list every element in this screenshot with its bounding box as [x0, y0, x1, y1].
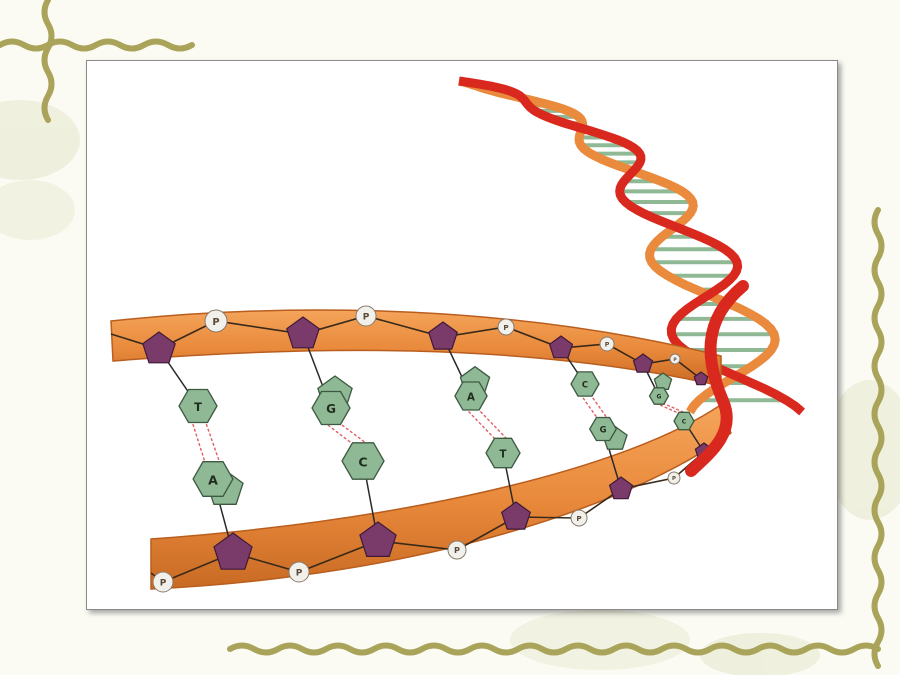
- phosphate: P: [570, 509, 588, 527]
- phosphate: P: [667, 471, 681, 485]
- helix-front-strand: [685, 280, 749, 477]
- hydrogen-bond: [190, 419, 207, 465]
- phosphate-label: P: [576, 514, 581, 523]
- phosphate: P: [669, 353, 681, 365]
- nucleobase-label: T: [194, 400, 202, 414]
- phosphate-label: P: [673, 357, 677, 363]
- nucleobase-ring: [588, 416, 618, 442]
- phosphate-label: P: [672, 476, 676, 482]
- base-pair: CG: [560, 347, 628, 490]
- nucleobase-ring: [178, 388, 218, 424]
- nucleobase-ring: [648, 387, 670, 405]
- hydrogen-bond: [203, 419, 222, 465]
- helix-strand-red: [458, 76, 806, 416]
- hydrogen-bond: [323, 421, 357, 447]
- phosphate: P: [355, 305, 377, 327]
- nucleobase-ring: [485, 437, 521, 469]
- nucleobase-label: G: [326, 402, 336, 416]
- phosphate: P: [447, 540, 467, 560]
- hydrogen-bond: [579, 393, 599, 420]
- double-helix: [458, 76, 806, 416]
- hydrogen-bond: [476, 407, 510, 442]
- nucleobase-ring: [570, 371, 600, 397]
- deoxyribose-sugar: [286, 316, 320, 349]
- nucleobase-label: A: [208, 472, 218, 487]
- nucleobase-ring: [192, 461, 234, 497]
- deoxyribose-sugar: [213, 532, 253, 570]
- nucleobase-ring: [341, 442, 385, 480]
- deoxyribose-sugar: [427, 321, 459, 350]
- nucleobase-label: C: [358, 454, 367, 469]
- phosphate: P: [497, 318, 515, 336]
- phosphate-label: P: [454, 545, 460, 555]
- phosphate-circle: [669, 353, 681, 365]
- top-backbone-ribbon: [110, 309, 722, 387]
- vine-bottom-right: [227, 207, 885, 669]
- phosphate: P: [152, 571, 174, 593]
- nucleobase-label: C: [582, 380, 588, 390]
- hydrogen-bond: [464, 407, 498, 442]
- phosphate-circle: [355, 305, 377, 327]
- deoxyribose-sugar: [608, 476, 634, 500]
- phosphate-circle: [599, 336, 615, 352]
- nucleobase-label: A: [467, 392, 475, 403]
- nucleobase-label: G: [600, 425, 607, 435]
- hydrogen-bond: [655, 402, 681, 415]
- vine-top-left: [0, 0, 195, 123]
- nucleobase-label: G: [657, 394, 662, 401]
- nucleobase-ring: [311, 390, 351, 426]
- base-pair: TA: [158, 348, 244, 554]
- phosphate-circle: [667, 471, 681, 485]
- phosphate-circle: [447, 540, 467, 560]
- phosphate-label: P: [363, 313, 370, 323]
- base-pair: AT: [442, 336, 521, 518]
- phosphate-label: P: [212, 317, 219, 328]
- nucleobase-label: T: [500, 449, 507, 460]
- phosphate: P: [599, 336, 615, 352]
- phosphate-label: P: [296, 569, 303, 579]
- phosphate-label: P: [160, 579, 167, 589]
- phosphate-label: P: [605, 341, 610, 348]
- deoxyribose-sugar: [548, 335, 574, 359]
- deoxyribose-sugar: [359, 521, 397, 558]
- deoxyribose-sugar: [693, 371, 709, 386]
- phosphate-label: P: [503, 323, 508, 332]
- phosphate-circle: [204, 309, 228, 333]
- phosphate: P: [204, 309, 228, 333]
- deoxyribose-sugar: [632, 353, 654, 373]
- base-pair: GC: [302, 333, 385, 542]
- hydrogen-bond: [337, 421, 371, 447]
- nucleobase-ring: [673, 411, 695, 431]
- deoxyribose-sugar: [500, 501, 532, 530]
- nucleobase-ring: [454, 381, 488, 411]
- bottom-backbone-ribbon: [150, 404, 732, 590]
- base-pair: GC: [642, 363, 705, 453]
- phosphate-circle: [497, 318, 515, 336]
- hydrogen-bond: [589, 393, 609, 420]
- phosphate-groups: P P P P P P P P P P: [152, 305, 681, 593]
- phosphate-circle: [570, 509, 588, 527]
- phosphate: P: [288, 561, 310, 583]
- deoxyribose-sugar: [142, 331, 176, 364]
- phosphate-circle: [288, 561, 310, 583]
- phosphate-circle: [152, 571, 174, 593]
- nucleobase-label: C: [682, 419, 687, 426]
